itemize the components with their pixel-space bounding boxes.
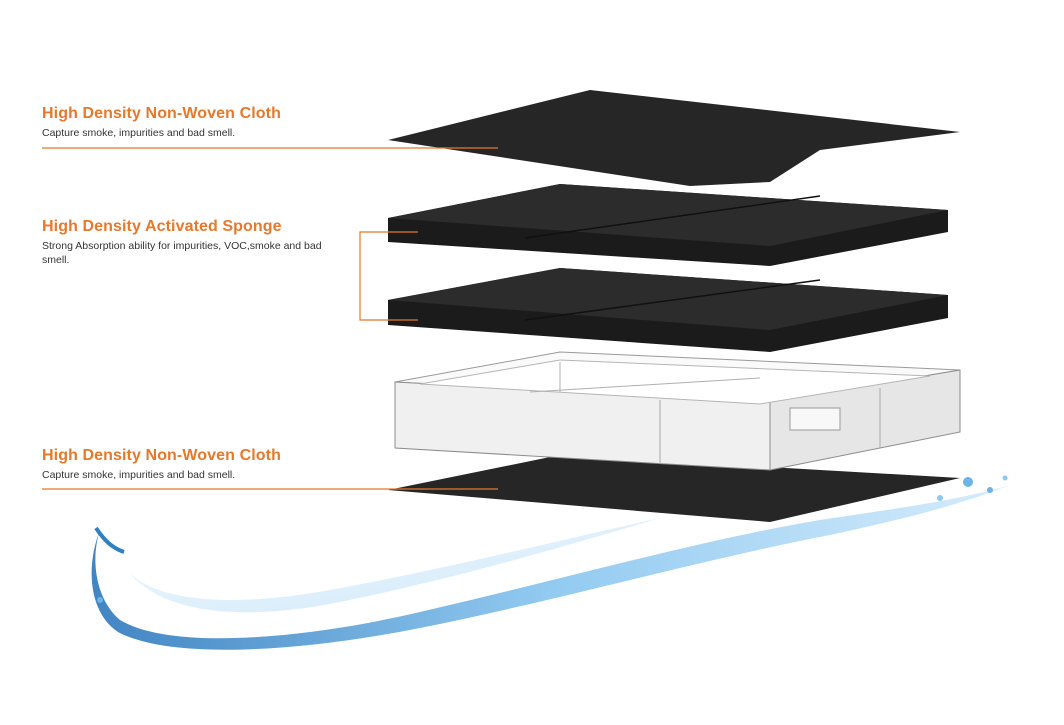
label-bottom-cloth: High Density Non-Woven Cloth Capture smo… xyxy=(42,446,362,482)
label-description: Capture smoke, impurities and bad smell. xyxy=(42,469,236,481)
water-curl xyxy=(94,526,125,554)
bottom-cloth-layer xyxy=(388,455,960,522)
label-description: Strong Absorption ability for impurities… xyxy=(42,240,322,266)
label-title: High Density Non-Woven Cloth xyxy=(42,105,281,122)
water-splash xyxy=(91,475,1010,650)
water-wave-highlight xyxy=(120,518,660,613)
water-droplet xyxy=(1002,475,1008,481)
water-wave-main xyxy=(91,485,1010,650)
water-droplet xyxy=(97,597,103,603)
label-title: High Density Non-Woven Cloth xyxy=(42,447,281,464)
water-droplet xyxy=(987,487,993,493)
label-description: Capture smoke, impurities and bad smell. xyxy=(42,127,236,139)
top-cloth-layer xyxy=(388,90,960,186)
leader-lines xyxy=(42,147,498,490)
filter-frame xyxy=(394,351,961,471)
water-droplet xyxy=(963,477,973,487)
leader-bracket-middle xyxy=(359,231,418,321)
water-droplet xyxy=(937,495,943,501)
sponge-layer-lower xyxy=(388,268,948,352)
label-top-cloth: High Density Non-Woven Cloth Capture smo… xyxy=(42,104,362,140)
label-activated-sponge: High Density Activated Sponge Strong Abs… xyxy=(42,217,362,267)
sponge-layer-upper xyxy=(388,184,948,266)
label-title: High Density Activated Sponge xyxy=(42,218,282,235)
